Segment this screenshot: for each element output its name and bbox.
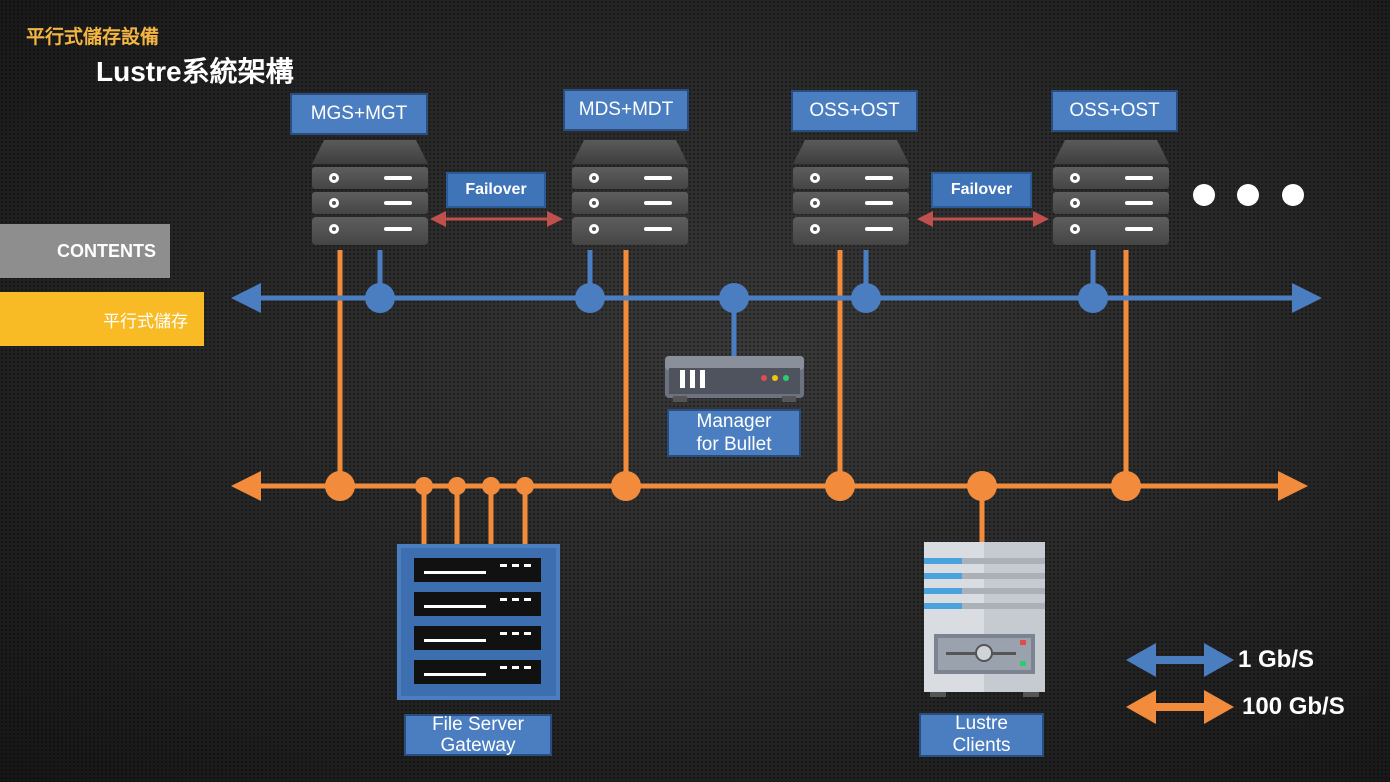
manager-label-line1: Manager — [696, 411, 772, 432]
client-tower-icon — [924, 542, 1045, 697]
legend-blue-arrow-icon — [1126, 643, 1234, 677]
page-subtitle: 平行式儲存設備 — [26, 27, 160, 48]
server-oss-2-icon — [1053, 140, 1169, 245]
file-server-label-line2: Gateway — [440, 735, 516, 756]
legend-fast-label: 100 Gb/S — [1242, 693, 1345, 720]
server-label-oss-1: OSS+OST — [791, 90, 918, 132]
legend-slow-label: 1 Gb/S — [1238, 646, 1315, 673]
blue-network-bus — [231, 283, 1322, 313]
file-server-icon — [397, 544, 560, 700]
file-server-label-line1: File Server — [432, 714, 524, 735]
manager-appliance-icon — [665, 356, 804, 402]
section-tab-parallel-storage[interactable]: 平行式儲存 — [0, 292, 204, 346]
failover-label-1: Failover — [446, 172, 546, 208]
legend-orange-arrow-icon — [1126, 690, 1234, 724]
server-mds-icon — [572, 140, 688, 245]
orange-network-bus — [231, 471, 1308, 501]
file-server-label: File Server Gateway — [404, 714, 552, 756]
server-label-mds: MDS+MDT — [563, 89, 689, 131]
clients-label-line2: Clients — [952, 735, 1011, 756]
server-label-mgs: MGS+MGT — [290, 93, 428, 135]
manager-label-line2: for Bullet — [696, 434, 772, 455]
contents-tab[interactable]: CONTENTS — [0, 224, 170, 278]
page-title: Lustre系統架構 — [96, 56, 294, 87]
failover-arrow-1 — [430, 211, 563, 227]
server-label-oss-2: OSS+OST — [1051, 90, 1178, 132]
clients-label-line1: Lustre — [955, 713, 1008, 734]
server-mgs-icon — [312, 140, 428, 245]
failover-label-2: Failover — [931, 172, 1032, 208]
server-oss-1-icon — [793, 140, 909, 245]
more-servers-ellipsis-icon — [1193, 184, 1304, 206]
failover-arrow-2 — [917, 211, 1049, 227]
manager-label: Manager for Bullet — [667, 409, 801, 457]
clients-label: Lustre Clients — [919, 713, 1044, 757]
